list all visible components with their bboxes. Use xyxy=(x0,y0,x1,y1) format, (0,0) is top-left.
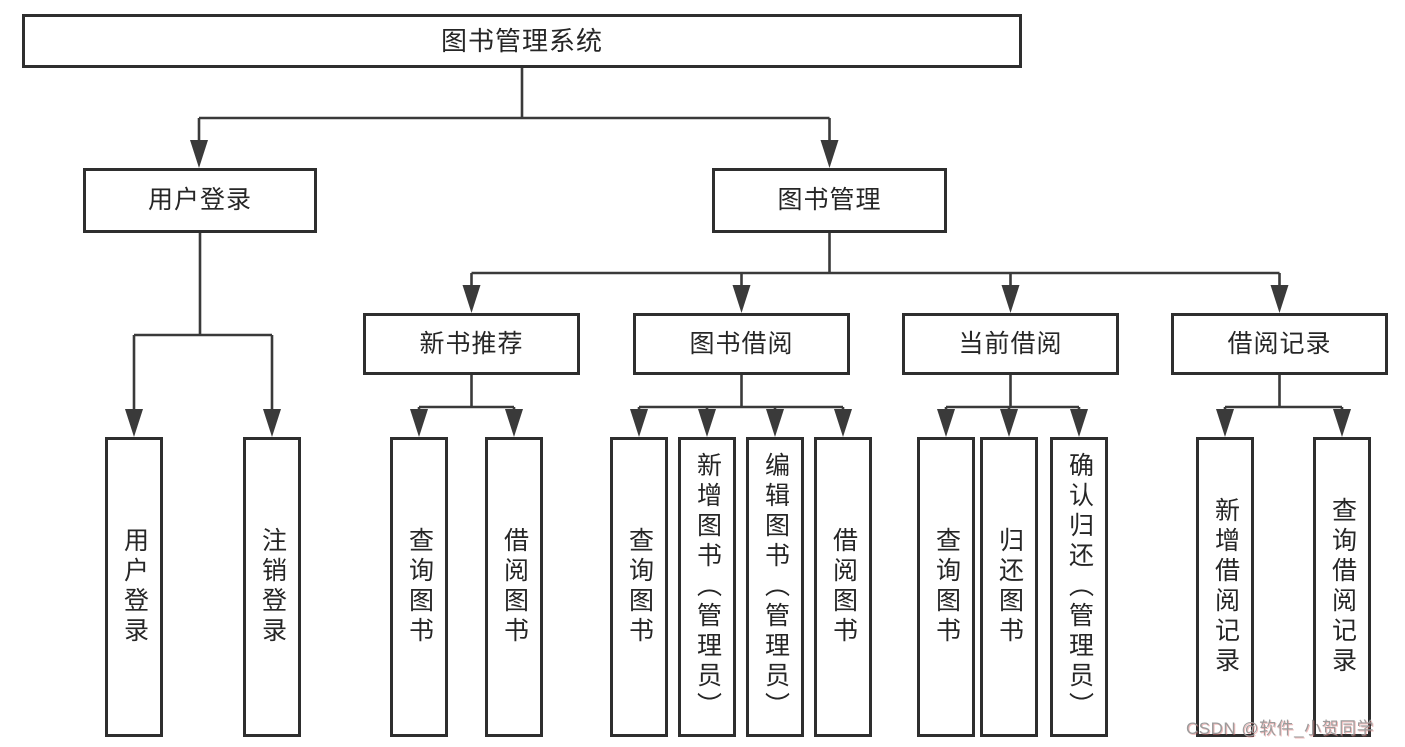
node-borrow-records: 借阅记录 xyxy=(1171,313,1388,375)
leaf-add-books-admin: 新增图书（管理员） xyxy=(678,437,736,737)
leaf-confirm-return-admin: 确认归还（管理员） xyxy=(1050,437,1108,737)
arrow-icon xyxy=(1001,285,1020,313)
leaf-borrow-books: 借阅图书 xyxy=(814,437,872,737)
node-new-book-recommend: 新书推荐 xyxy=(363,313,580,375)
node-book-management: 图书管理 xyxy=(712,168,947,233)
arrow-icon xyxy=(462,285,481,313)
arrow-icon xyxy=(1333,409,1351,437)
arrow-icon xyxy=(630,409,648,437)
arrow-icon xyxy=(505,409,523,437)
leaf-logout: 注销登录 xyxy=(243,437,301,737)
csdn-watermark: CSDN @软件_小贺同学 xyxy=(1186,719,1375,738)
leaf-return-books: 归还图书 xyxy=(980,437,1038,737)
arrow-icon xyxy=(190,140,208,168)
arrowheads xyxy=(125,140,1351,437)
arrow-icon xyxy=(410,409,428,437)
arrow-icon xyxy=(732,285,751,313)
leaf-user-login: 用户登录 xyxy=(105,437,163,737)
leaf-query-books-recommend: 查询图书 xyxy=(390,437,448,737)
arrow-icon xyxy=(834,409,852,437)
node-library-management-system: 图书管理系统 xyxy=(22,14,1022,68)
arrow-icon xyxy=(1070,409,1088,437)
arrow-icon xyxy=(263,409,281,437)
arrow-icon xyxy=(937,409,955,437)
arrow-icon xyxy=(1216,409,1234,437)
arrow-icon xyxy=(125,409,143,437)
arrow-icon xyxy=(820,140,839,168)
leaf-add-borrow-record: 新增借阅记录 xyxy=(1196,437,1254,737)
node-book-borrowing: 图书借阅 xyxy=(633,313,850,375)
arrow-icon xyxy=(1270,285,1289,313)
arrow-icon xyxy=(698,409,716,437)
leaf-query-books-borrow: 查询图书 xyxy=(610,437,668,737)
node-current-borrowing: 当前借阅 xyxy=(902,313,1119,375)
arrow-icon xyxy=(766,409,784,437)
leaf-query-borrow-record: 查询借阅记录 xyxy=(1313,437,1371,737)
arrow-icon xyxy=(1000,409,1018,437)
node-user-login: 用户登录 xyxy=(83,168,317,233)
leaf-edit-books-admin: 编辑图书（管理员） xyxy=(746,437,804,737)
leaf-query-books-current: 查询图书 xyxy=(917,437,975,737)
leaf-borrow-books-recommend: 借阅图书 xyxy=(485,437,543,737)
